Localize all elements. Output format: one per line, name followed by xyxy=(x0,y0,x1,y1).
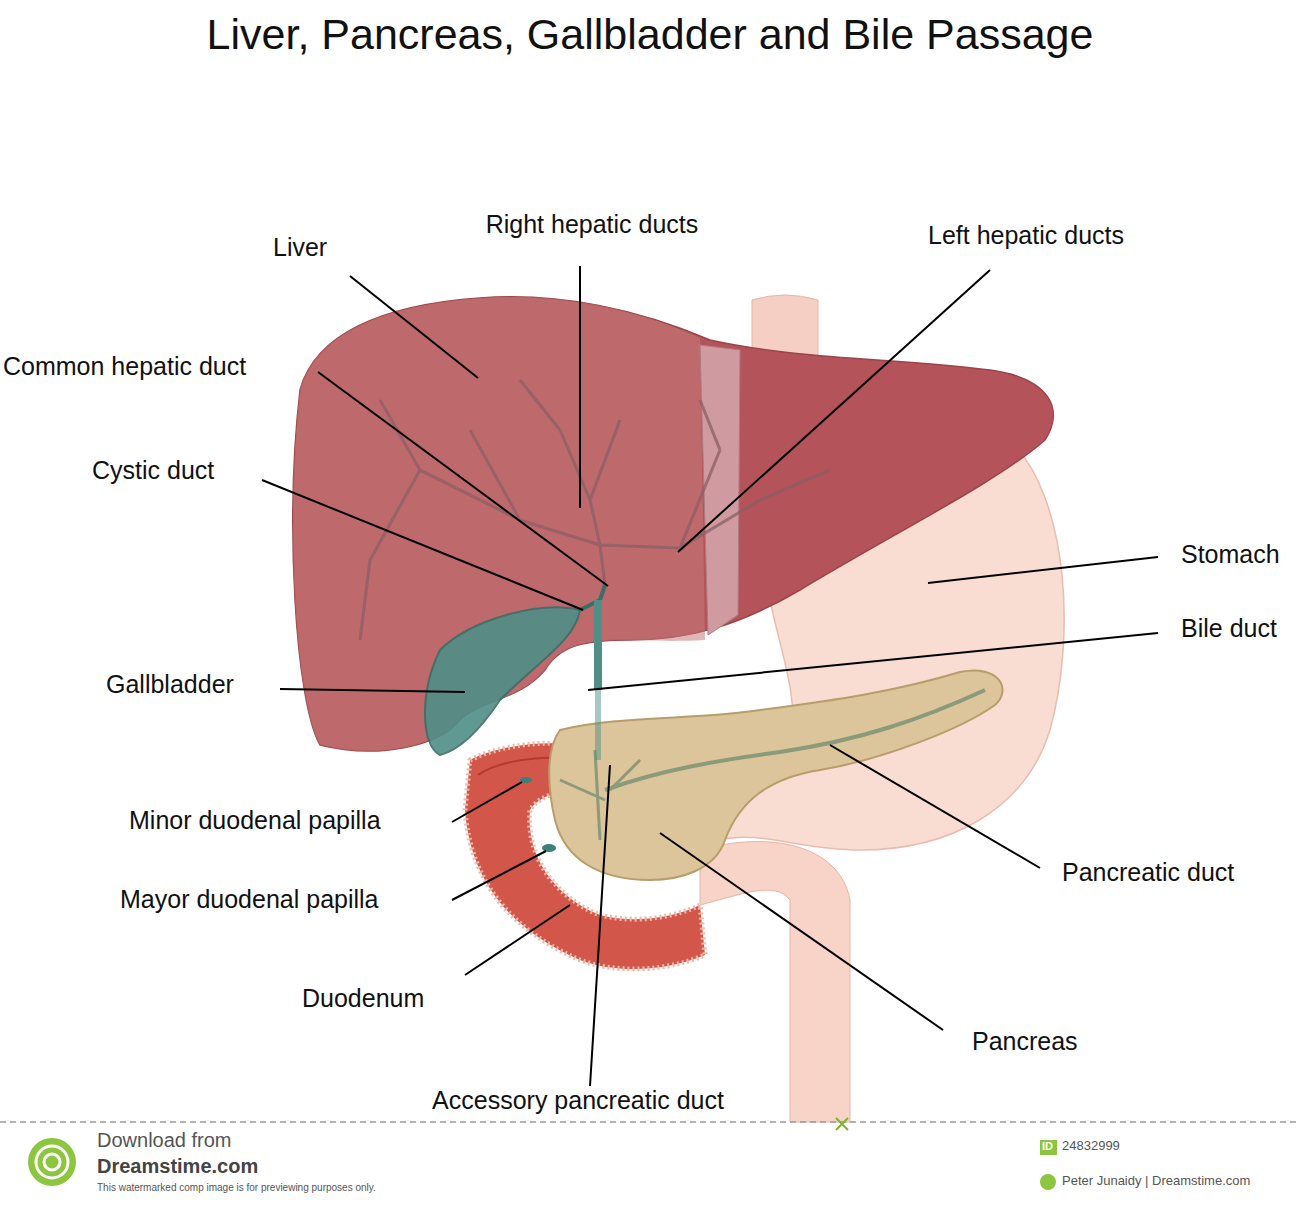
copyright-badge xyxy=(1040,1174,1056,1190)
bile-duct-hidden xyxy=(595,690,601,760)
leader-lines xyxy=(262,266,1158,1086)
author-credit: Peter Junaidy | Dreamstime.com xyxy=(1062,1174,1250,1189)
jejunum xyxy=(700,842,850,1122)
falciform-ligament xyxy=(700,345,740,635)
watermark-text: Dreamstime.com xyxy=(97,1155,258,1178)
part-label: Common hepatic duct xyxy=(3,352,246,381)
part-label: Liver xyxy=(273,233,327,262)
id-badge-text: ID xyxy=(1042,1140,1053,1153)
diagram-title: Liver, Pancreas, Gallbladder and Bile Pa… xyxy=(207,10,1094,59)
part-label: Gallbladder xyxy=(106,670,234,699)
major-papilla xyxy=(542,844,556,852)
bile-duct-line xyxy=(594,600,602,690)
part-label: Cystic duct xyxy=(92,456,214,485)
part-label: Minor duodenal papilla xyxy=(129,806,381,835)
cut-line xyxy=(0,1121,1300,1123)
part-label: Stomach xyxy=(1181,540,1280,569)
scissors-icon xyxy=(836,1118,848,1130)
id-badge xyxy=(1040,1140,1057,1155)
pancreatic-duct-line xyxy=(605,690,985,790)
part-label: Duodenum xyxy=(302,984,424,1013)
part-label: Mayor duodenal papilla xyxy=(120,885,379,914)
dreamstime-logo xyxy=(28,1138,76,1186)
part-label: Right hepatic ducts xyxy=(486,210,699,239)
image-id: 24832999 xyxy=(1062,1139,1120,1154)
liver-shape xyxy=(293,297,1053,751)
gallbladder-shape xyxy=(425,607,580,755)
accessory-duct-line xyxy=(560,750,640,840)
pancreas-shape xyxy=(549,671,1002,880)
part-label: Accessory pancreatic duct xyxy=(432,1086,724,1115)
part-label: Left hepatic ducts xyxy=(928,221,1124,250)
part-label: Pancreas xyxy=(972,1027,1078,1056)
watermark-text: Download from xyxy=(97,1129,232,1152)
watermark-text: This watermarked comp image is for previ… xyxy=(97,1182,376,1194)
part-label: Pancreatic duct xyxy=(1062,858,1234,887)
part-label: Bile duct xyxy=(1181,614,1277,643)
